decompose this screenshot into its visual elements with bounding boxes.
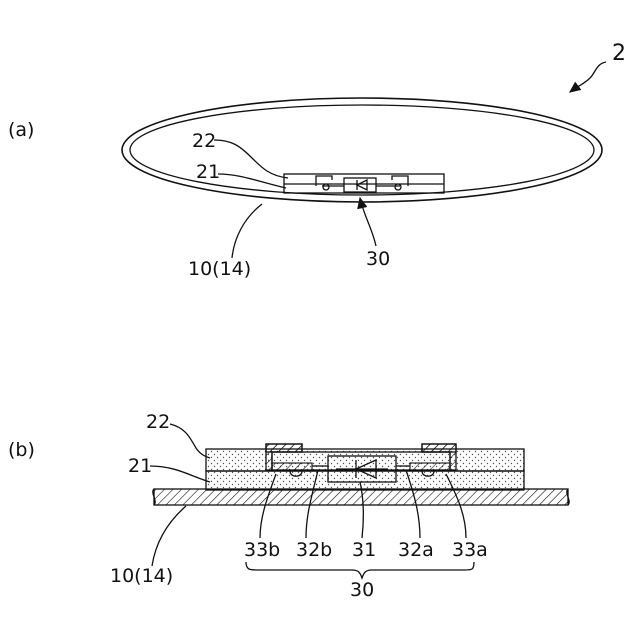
panel-b-ref-31: 31 bbox=[352, 539, 376, 561]
panel-a-leader-22 bbox=[214, 140, 288, 178]
panel-b-ref-base: 10(14) bbox=[110, 565, 173, 587]
panel-b-leader-21 bbox=[150, 466, 210, 482]
panel-b-ref-21: 21 bbox=[128, 455, 152, 477]
panel-b-ref-32a: 32a bbox=[398, 539, 434, 561]
panel-b-label: (b) bbox=[8, 439, 35, 461]
panel-a-ref-30: 30 bbox=[366, 248, 390, 270]
panel-b-ref-22: 22 bbox=[146, 411, 170, 433]
panel-b-ref-32b: 32b bbox=[296, 539, 332, 561]
panel-a-leader-base bbox=[232, 204, 262, 258]
figure-ref-arrow bbox=[570, 62, 606, 92]
panel-b-leader-base bbox=[152, 506, 186, 566]
panel-b-ref-30: 30 bbox=[350, 579, 374, 601]
panel-a-label: (a) bbox=[8, 119, 34, 141]
panel-b-layer-21 bbox=[206, 471, 524, 490]
panel-b-ref-33a: 33a bbox=[452, 539, 488, 561]
panel-a-leader-30 bbox=[360, 198, 376, 246]
figure-ref-2: 2 bbox=[612, 41, 626, 66]
panel-b-ref-33b: 33b bbox=[244, 539, 280, 561]
panel-a-ref-21: 21 bbox=[196, 161, 220, 183]
panel-b-leader-22 bbox=[170, 424, 210, 458]
panel-a-ref-22: 22 bbox=[192, 130, 216, 152]
panel-a-diode-icon bbox=[344, 178, 376, 192]
panel-b-brace-30 bbox=[246, 562, 474, 578]
panel-b-substrate bbox=[153, 489, 569, 505]
panel-a-module bbox=[284, 174, 444, 193]
panel-a-leader-21 bbox=[218, 174, 286, 188]
panel-a-ref-base: 10(14) bbox=[188, 258, 251, 280]
